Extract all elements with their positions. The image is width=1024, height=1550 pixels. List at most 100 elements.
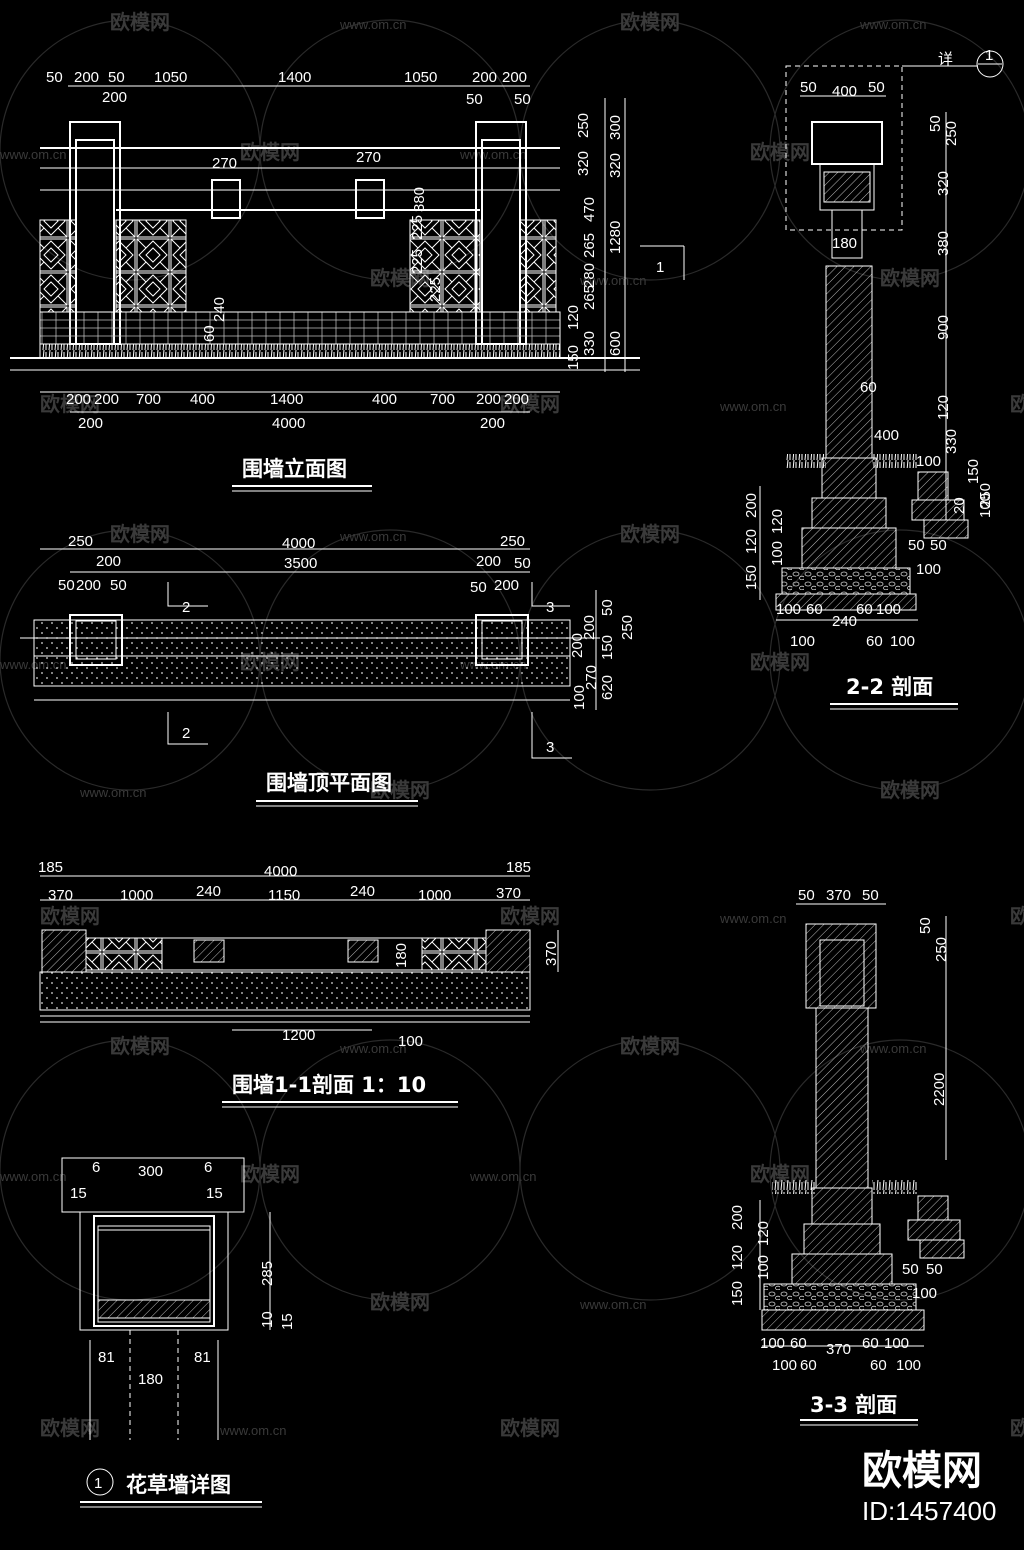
- views-section33-bottom_sub-1: 60: [800, 1357, 817, 1374]
- views-section11-mid_dims-3: 1150: [268, 887, 300, 904]
- section-mark-1: 1: [656, 259, 664, 276]
- views-section11-bottom_dims-0: 1200: [282, 1027, 315, 1044]
- section-2-2-title: 2-2 剖面: [846, 675, 933, 699]
- views-elevation-top_dims-3: 1050: [154, 69, 187, 86]
- watermark-brand: 欧模网: [40, 904, 100, 928]
- views-section33-left_dims-0: 200: [729, 1205, 746, 1230]
- watermark-brand: 欧模网: [500, 1416, 560, 1440]
- brand-id: ID:1457400: [862, 1496, 996, 1526]
- views-section33-bottom_dims-3: 60: [862, 1335, 879, 1352]
- views-elevation-right_totals-0: 300: [607, 115, 624, 140]
- views-section11-mid_dims-4: 240: [350, 883, 375, 900]
- views-section33-bottom_dims-4: 100: [884, 1335, 909, 1352]
- watermark-brand: 欧模网: [750, 140, 810, 164]
- plan-cut-2-bottom: 2: [182, 725, 190, 742]
- views-plan-mid_dims-1: 3500: [284, 555, 317, 572]
- views-section22-bottom_dims-3: 60: [856, 601, 873, 618]
- views-detail1-right_dims-2: 15: [279, 1313, 296, 1330]
- watermark-brand: 欧模网: [620, 522, 680, 546]
- watermark-brand: 欧模网: [880, 778, 940, 802]
- views-section33-right_dims-0: 50: [917, 917, 934, 934]
- views-elevation-inner_labels-0: 380: [411, 187, 428, 212]
- views-section22-right_dims-7: 150: [965, 459, 982, 484]
- views-section11-top_dims-2: 185: [506, 859, 531, 876]
- views-section33-top_dims-0: 50: [798, 887, 815, 904]
- section-3-3-title: 3-3 剖面: [810, 1393, 897, 1417]
- views-detail1-top_dims-2: 6: [204, 1159, 212, 1176]
- watermark-url: www.om.cn: [339, 1041, 406, 1056]
- views-section11-mid_dims-0: 370: [48, 887, 73, 904]
- views-elevation-right_dims-0: 250: [575, 113, 592, 138]
- watermark-url: www.om.cn: [79, 785, 146, 800]
- watermark-brand: 欧模网: [370, 1290, 430, 1314]
- watermark-brand: 欧模网: [1010, 1416, 1024, 1440]
- views-section33-right_dims-2: 2200: [931, 1073, 948, 1106]
- views-plan-right_dims-2: 250: [619, 615, 636, 640]
- plan-cut-2-top: 2: [182, 599, 190, 616]
- views-section22-bottom_dims-4: 100: [876, 601, 901, 618]
- views-section22-right_dims-1: 250: [943, 121, 960, 146]
- views-section11-right_dims-1: 370: [543, 941, 560, 966]
- views-elevation-right_dims-5: 265: [581, 285, 598, 310]
- views-plan-sub_dims-0: 50: [58, 577, 75, 594]
- section-3-3-view: [759, 903, 965, 1426]
- watermark-brand: 欧模网: [40, 1416, 100, 1440]
- views-section11-bottom_dims-1: 100: [398, 1033, 423, 1050]
- views-section22-inner_labels-0: 180: [832, 235, 857, 252]
- views-section22-top_dims-1: 400: [832, 83, 857, 100]
- views-plan-top_dims-0: 250: [68, 533, 93, 550]
- views-section33-left_dims-1: 120: [755, 1221, 772, 1246]
- views-section11-mid_dims-1: 1000: [120, 887, 153, 904]
- views-elevation-top_dims-1: 200: [74, 69, 99, 86]
- views-elevation-right_dims-8: 150: [565, 345, 582, 370]
- views-elevation-top_dims-7: 200: [502, 69, 527, 86]
- views-section33-top_dims-2: 50: [862, 887, 879, 904]
- views-section22-right_dims-2: 320: [935, 171, 952, 196]
- watermark-url: www.om.cn: [579, 1297, 646, 1312]
- watermark-brand: 欧模网: [500, 904, 560, 928]
- views-elevation-right_totals-3: 600: [607, 331, 624, 356]
- views-elevation-top_dims-4: 1400: [278, 69, 311, 86]
- watermark-brand: 欧模网: [110, 10, 170, 34]
- views-section11-top_dims-0: 185: [38, 859, 63, 876]
- views-elevation-right_dims-2: 470: [581, 197, 598, 222]
- watermark-brand: 欧模网: [240, 140, 300, 164]
- views-section11-mid_dims-5: 1000: [418, 887, 451, 904]
- views-elevation-right_totals-1: 320: [607, 153, 624, 178]
- views-section22-inner_labels-1: 60: [860, 379, 877, 396]
- views-section22-bottom_sub-2: 100: [890, 633, 915, 650]
- views-elevation-right_dims-3: 265: [581, 233, 598, 258]
- views-section33-left_dims-4: 150: [729, 1281, 746, 1306]
- views-section22-right_dims-3: 380: [935, 231, 952, 256]
- views-elevation-inner_labels-1: 225: [409, 215, 426, 240]
- views-elevation-bottom_dims-5: 400: [372, 391, 397, 408]
- views-section22-bottom_sub-0: 100: [790, 633, 815, 650]
- detail-1-view: [61, 1157, 271, 1508]
- views-section33-left_dims-3: 100: [755, 1255, 772, 1280]
- views-elevation-bottom_sub-1: 4000: [272, 415, 305, 432]
- views-plan-right_dims-5: 270: [583, 665, 600, 690]
- views-section22-left_dims-0: 200: [743, 493, 760, 518]
- detail-reference-label: 详: [938, 51, 953, 68]
- views-elevation-bottom_dims-6: 700: [430, 391, 455, 408]
- views-plan-right_dims-4: 150: [599, 635, 616, 660]
- views-detail1-bottom_dims-1: 81: [194, 1349, 211, 1366]
- views-section11-mid_dims-6: 370: [496, 885, 521, 902]
- views-detail1-side_dims-1: 15: [206, 1185, 223, 1202]
- views-plan-top_dims-2: 250: [500, 533, 525, 550]
- views-section22-bottom_dims-2: 240: [832, 613, 857, 630]
- views-elevation-top_sub-1: 50: [466, 91, 483, 108]
- views-elevation-right_dims-4: 280: [581, 263, 598, 288]
- views-section22-right_dims-5: 120: [935, 395, 952, 420]
- views-elevation-right_dims-1: 320: [575, 151, 592, 176]
- views-section22-step_dims-2: 100: [916, 561, 941, 578]
- watermark-brand: 欧模网: [1010, 904, 1024, 928]
- views-section22-right_dims-9: 250: [977, 483, 994, 508]
- views-section33-bottom_dims-1: 60: [790, 1335, 807, 1352]
- views-section22-top_dims-2: 50: [868, 79, 885, 96]
- watermark-brand: 欧模网: [110, 522, 170, 546]
- watermark-brand: 欧模网: [750, 650, 810, 674]
- views-section22-left_dims-3: 100: [769, 541, 786, 566]
- views-elevation-right_dims-7: 330: [581, 331, 598, 356]
